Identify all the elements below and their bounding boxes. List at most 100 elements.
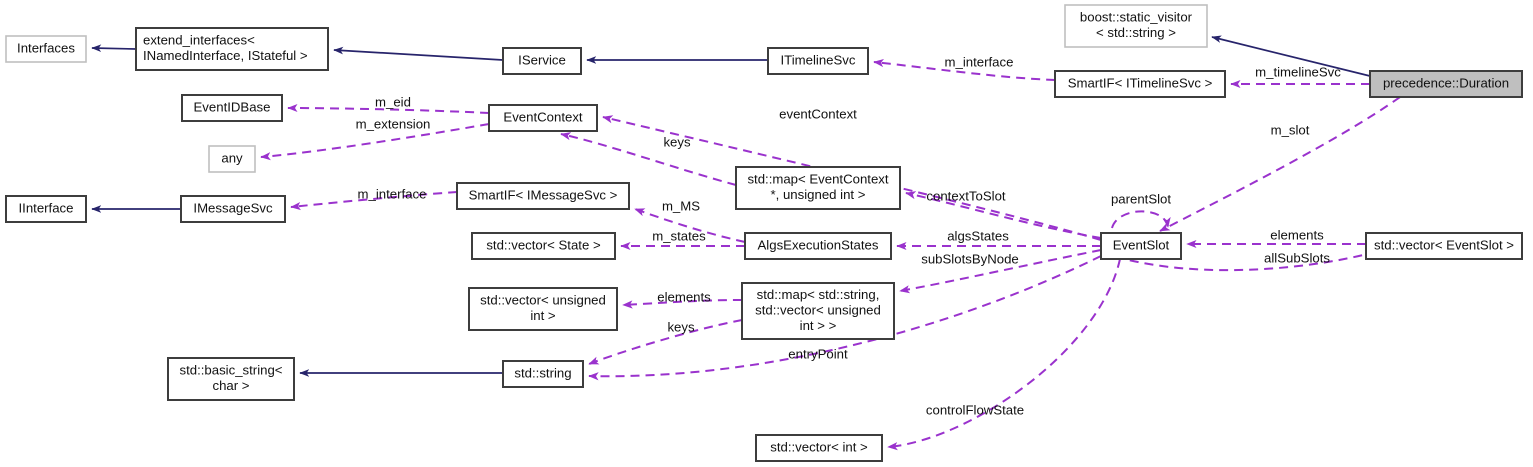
node-boost_static_visitor[interactable]: boost::static_visitor< std::string > [1064,4,1208,48]
node-smartif_message[interactable]: SmartIF< IMessageSvc > [456,182,630,210]
edge-label-m-interface: m_interface [945,54,1014,69]
usage-edge-keys [560,132,737,186]
node-label-line: AlgsExecutionStates [758,237,879,252]
usage-edge-controlFlowState [887,258,1121,451]
node-box [5,195,87,223]
node-box [741,282,895,340]
edge-label-m-states: m_states [652,228,706,243]
node-label-line: any [221,150,243,165]
node-label-line: IService [518,52,566,67]
node-label-line: std::vector< State > [486,237,601,252]
node-label-line: SmartIF< IMessageSvc > [469,187,618,202]
edge-label-m-MS: m_MS [662,198,700,213]
usage-edge-elements [622,299,743,309]
node-iinterface[interactable]: IInterface [5,195,87,223]
node-label-line: EventContext [503,109,583,124]
edge-label-m-interface: m_interface [358,186,427,201]
node-box [502,47,582,75]
node-box [1369,70,1523,98]
node-smartif_timeline[interactable]: SmartIF< ITimelineSvc > [1054,70,1226,98]
node-label-line: EventIDBase [194,99,271,114]
node-label-line: IInterface [19,200,74,215]
node-eventslot[interactable]: EventSlot [1100,232,1182,260]
node-label-line: ITimelineSvc [781,52,856,67]
node-label-line: std::vector< unsigned [755,302,881,317]
usage-edge-subSlotsByNode [899,249,1102,294]
node-label-line: char > [212,378,249,393]
node-box [1365,232,1523,260]
usage-edge-parentSlot [1111,210,1171,229]
node-itimelinesvc[interactable]: ITimelineSvc [767,47,869,75]
node-box [5,35,87,63]
node-box [1100,232,1182,260]
node-extend_interfaces[interactable]: extend_interfaces< INamedInterface, ISta… [135,27,329,71]
node-label-line: int > > [800,318,837,333]
edge-label-subSlotsByNode: subSlotsByNode [921,251,1019,266]
node-box [135,27,329,71]
node-label-line: *, unsigned int > [771,187,866,202]
edge-label-m-extension: m_extension [356,116,431,131]
node-box [1054,70,1226,98]
node-label-line: int > [530,308,556,323]
node-std_string[interactable]: std::string [502,360,584,388]
edge-label-allSubSlots: allSubSlots [1264,250,1330,265]
edge-label-m-timelineSvc: m_timelineSvc [1255,64,1341,79]
node-box [502,360,584,388]
edge-label-m-eid: m_eid [375,94,411,109]
node-box [1064,4,1208,48]
node-label-line: EventSlot [1113,237,1170,252]
usage-edge-keys [588,319,743,365]
node-map_str_vec_uint[interactable]: std::map< std::string,std::vector< unsig… [741,282,895,340]
node-label-line: boost::static_visitor [1080,10,1193,25]
node-basic_string[interactable]: std::basic_string<char > [167,357,295,401]
node-duration[interactable]: precedence::Duration [1369,70,1523,98]
node-box [181,94,283,122]
node-box [471,232,616,260]
node-label-line: < std::string > [1096,25,1176,40]
node-box [767,47,869,75]
node-vector_int[interactable]: std::vector< int > [755,434,883,462]
edge-label-entryPoint: entryPoint [788,346,848,361]
edge-label-group: m_interface m_timelineSvc m_eid m_extension… [356,54,1342,417]
usage-edge-m-slot [1159,96,1401,232]
edge-label-algsStates: algsStates [947,228,1009,243]
node-box [208,145,256,173]
node-eventcontext[interactable]: EventContext [488,104,598,132]
node-imessagesvc[interactable]: IMessageSvc [180,195,286,223]
node-box [744,232,892,260]
node-algsexecstates[interactable]: AlgsExecutionStates [744,232,892,260]
node-interfaces[interactable]: Interfaces [5,35,87,63]
node-label-line: INamedInterface, IStateful > [143,48,308,63]
edge-label-keys: keys [667,319,695,334]
node-label-line: extend_interfaces< [143,33,255,48]
node-label-line: SmartIF< ITimelineSvc > [1068,75,1213,90]
node-box [735,166,901,210]
node-vector_state[interactable]: std::vector< State > [471,232,616,260]
usage-edge-m-interface [290,191,458,211]
node-label-line: std::basic_string< [180,363,283,378]
node-iservice[interactable]: IService [502,47,582,75]
inheritance-edge-group [91,35,1371,377]
node-label-line: std::string [514,365,571,380]
node-label-line: std::vector< EventSlot > [1374,237,1514,252]
inheritance-edge-interfaces [91,44,137,53]
node-map_ctx_uint[interactable]: std::map< EventContext*, unsigned int > [735,166,901,210]
node-box [488,104,598,132]
node-any[interactable]: any [208,145,256,173]
usage-edge-m-eid [287,103,490,114]
edge-label-elements: elements [657,289,711,304]
node-box [180,195,286,223]
node-label-line: std::map< std::string, [757,287,880,302]
edge-label-elements: elements [1270,227,1324,242]
node-label-line: Interfaces [17,40,75,55]
node-vector_eventslot[interactable]: std::vector< EventSlot > [1365,232,1523,260]
edge-label-keys: keys [663,134,691,149]
node-box [468,287,618,331]
node-eventidbase[interactable]: EventIDBase [181,94,283,122]
node-label-line: std::vector< unsigned [480,293,606,308]
usage-edge-entryPoint [588,255,1102,381]
inheritance-edge-extend_interfaces [333,46,504,61]
edge-label-eventContext: eventContext [779,106,857,121]
